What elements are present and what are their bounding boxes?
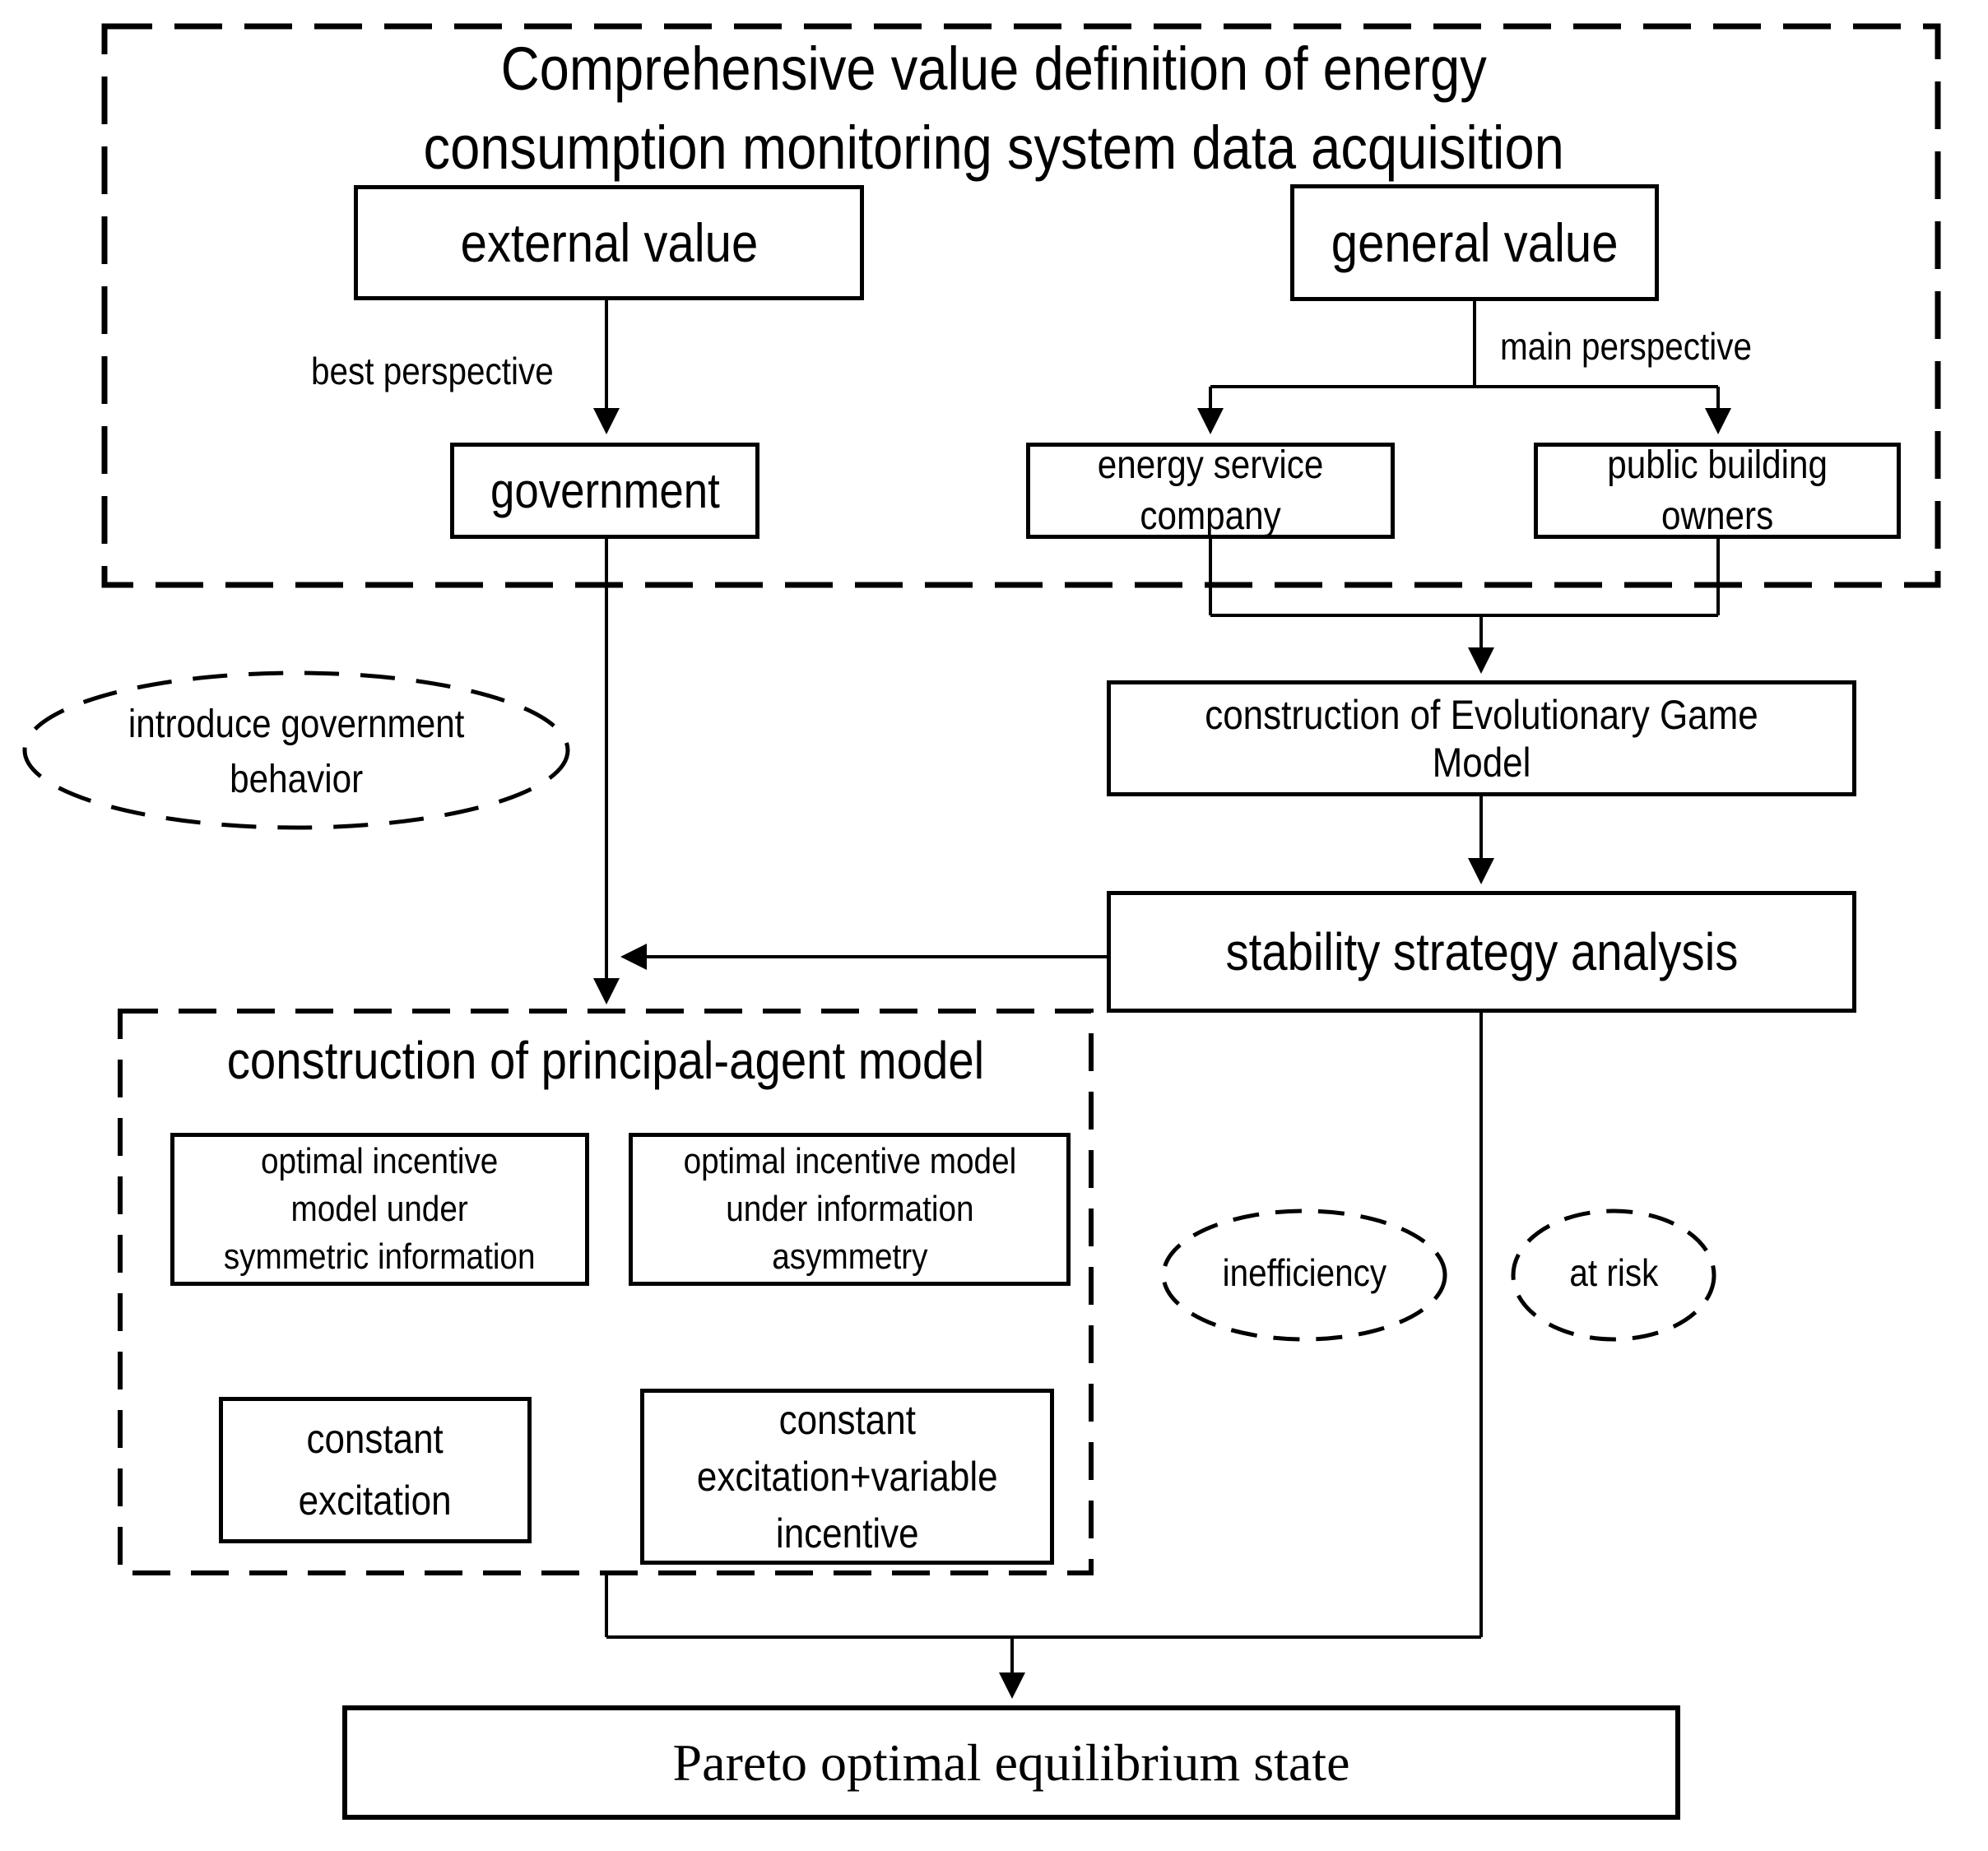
evolutionary-game-model-box: construction of Evolutionary Game Model [1107, 680, 1856, 796]
at-risk-label: at risk [1513, 1250, 1714, 1295]
optimal-symmetric-information-text: optimal incentive model under symmetric … [224, 1140, 536, 1278]
inefficiency-text: inefficiency [1222, 1251, 1386, 1294]
constant-excitation-text: constant excitation [299, 1416, 452, 1524]
general-value-box: general value [1290, 184, 1659, 301]
inefficiency-ellipse [1161, 1208, 1447, 1342]
at-risk-text: at risk [1569, 1251, 1658, 1294]
optimal-symmetric-information-box: optimal incentive model under symmetric … [170, 1133, 589, 1286]
pareto-optimal-equilibrium-box: Pareto optimal equilibrium state [342, 1705, 1680, 1820]
diagram-title: Comprehensive value definition of energy… [171, 30, 1817, 188]
introduce-government-behavior-label: introduce government behavior [25, 697, 568, 807]
principal-agent-title-text: construction of principal-agent model [226, 1031, 985, 1090]
constant-excitation-variable-incentive-box: constant excitation+variable incentive [640, 1389, 1054, 1565]
at-risk-ellipse [1511, 1208, 1716, 1342]
general-value-text: general value [1331, 212, 1619, 273]
main-perspective-text: main perspective [1500, 325, 1752, 368]
main-perspective-label: main perspective [1500, 324, 1786, 369]
introduce-government-behavior-ellipse [22, 670, 570, 830]
evolutionary-game-model-text: construction of Evolutionary Game Model [1205, 691, 1758, 786]
public-building-owners-box: public building owners [1534, 443, 1901, 539]
energy-service-company-box: energy service company [1026, 443, 1395, 539]
best-perspective-label: best perspective [311, 349, 587, 393]
government-text: government [490, 463, 720, 518]
external-value-box: external value [354, 185, 864, 300]
constant-excitation-box: constant excitation [219, 1397, 532, 1543]
inefficiency-label: inefficiency [1163, 1250, 1446, 1295]
public-building-owners-text: public building owners [1607, 443, 1828, 538]
energy-service-company-text: energy service company [1097, 443, 1324, 538]
best-perspective-text: best perspective [311, 350, 554, 392]
optimal-information-asymmetry-text: optimal incentive model under informatio… [683, 1140, 1016, 1278]
stability-strategy-analysis-box: stability strategy analysis [1107, 891, 1856, 1013]
comprehensive-value-dashed-region [101, 23, 1941, 588]
optimal-information-asymmetry-box: optimal incentive model under informatio… [629, 1133, 1071, 1286]
government-box: government [450, 443, 759, 539]
principal-agent-title: construction of principal-agent model [161, 1030, 1050, 1091]
diagram-title-text: Comprehensive value definition of energy… [423, 35, 1565, 183]
stability-strategy-analysis-text: stability strategy analysis [1225, 922, 1738, 981]
constant-excitation-variable-incentive-text: constant excitation+variable incentive [696, 1396, 998, 1556]
pareto-optimal-equilibrium-text: Pareto optimal equilibrium state [672, 1733, 1350, 1792]
external-value-text: external value [460, 212, 758, 273]
introduce-government-behavior-text: introduce government behavior [128, 703, 465, 802]
